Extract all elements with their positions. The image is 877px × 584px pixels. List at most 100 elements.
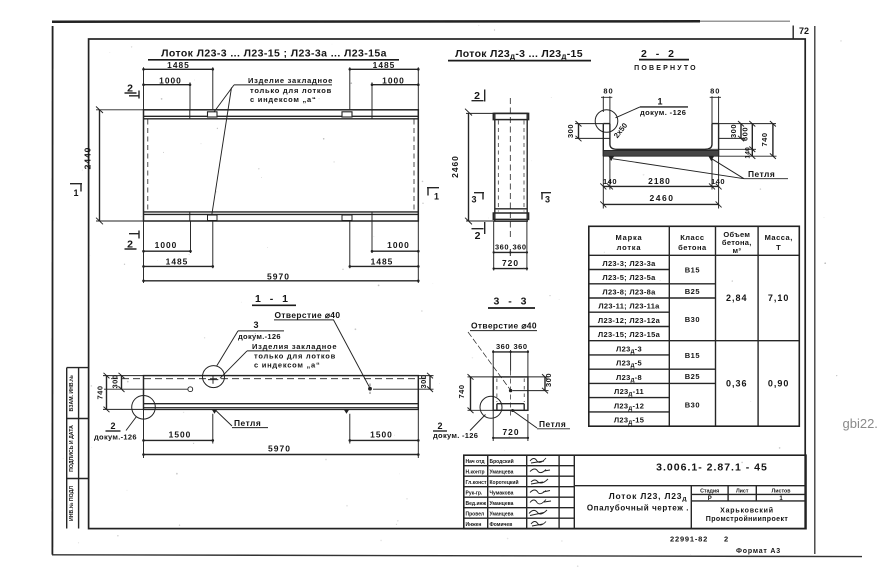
svg-text:Изделие закладное: Изделие закладное — [248, 76, 333, 85]
svg-text:1000: 1000 — [382, 76, 405, 86]
svg-text:Вед.инж: Вед.инж — [466, 501, 487, 507]
svg-text:300: 300 — [544, 373, 553, 387]
svg-text:3: 3 — [545, 195, 550, 205]
svg-text:7,10: 7,10 — [768, 293, 790, 303]
svg-text:ИНВ.№ ПОДЛ: ИНВ.№ ПОДЛ — [69, 486, 75, 521]
svg-text:Л23-5; Л23-5а: Л23-5; Л23-5а — [602, 273, 656, 282]
svg-text:1485: 1485 — [166, 257, 189, 267]
svg-text:Масса,: Масса, — [765, 233, 793, 242]
svg-text:докум. -126: докум. -126 — [640, 108, 686, 117]
svg-text:лотка: лотка — [617, 243, 642, 252]
svg-text:720: 720 — [502, 258, 519, 268]
svg-text:2: 2 — [724, 535, 728, 544]
svg-text:0,90: 0,90 — [768, 378, 790, 388]
svg-text:360: 360 — [513, 342, 527, 351]
svg-text:1: 1 — [74, 188, 79, 198]
svg-text:72: 72 — [799, 26, 809, 36]
svg-text:600: 600 — [741, 127, 750, 141]
svg-text:Изделия закладное: Изделия закладное — [252, 342, 337, 351]
svg-text:140: 140 — [711, 177, 725, 186]
svg-text:ПОВЕРНУТО: ПОВЕРНУТО — [634, 65, 698, 72]
svg-text:Л23д-11: Л23д-11 — [614, 387, 644, 398]
svg-text:Лист: Лист — [736, 488, 749, 494]
svg-text:Петля: Петля — [748, 169, 775, 179]
svg-text:Л23-12; Л23-12а: Л23-12; Л23-12а — [598, 316, 661, 325]
svg-text:Л23-8; Л23-8а: Л23-8; Л23-8а — [602, 288, 656, 297]
svg-text:Л23д-15: Л23д-15 — [614, 416, 644, 427]
svg-text:1485: 1485 — [167, 60, 190, 70]
svg-text:2: 2 — [474, 90, 480, 102]
svg-text:2х50: 2х50 — [612, 121, 629, 140]
svg-text:В15: В15 — [685, 351, 700, 360]
svg-text:бетона: бетона — [678, 243, 707, 252]
svg-text:Стадия: Стадия — [700, 488, 719, 494]
svg-text:2,84: 2,84 — [726, 293, 748, 303]
svg-text:Л23д-3: Л23д-3 — [616, 344, 642, 355]
svg-text:360: 360 — [512, 243, 526, 252]
svg-text:2: 2 — [110, 421, 115, 431]
svg-text:с индексом „а“: с индексом „а“ — [254, 360, 320, 369]
svg-text:Уманцева: Уманцева — [490, 469, 514, 475]
svg-text:360: 360 — [495, 243, 509, 252]
svg-text:докум. -126: докум. -126 — [433, 431, 478, 440]
svg-text:gbi22.ru: gbi22.ru — [843, 416, 877, 431]
svg-text:22991-82: 22991-82 — [670, 535, 708, 544]
svg-text:300: 300 — [729, 124, 738, 138]
svg-text:Л23д-8: Л23д-8 — [616, 373, 642, 384]
svg-text:только для лотков: только для лотков — [250, 86, 332, 95]
svg-text:Лоток Л23-3 ... Л23-15 ; Л23: Лоток Л23-3 ... Л23-15 ; Л23-3а ... Л23-… — [161, 48, 387, 60]
svg-text:140: 140 — [603, 177, 617, 186]
svg-text:Р: Р — [708, 496, 712, 502]
svg-text:Лоток Л23, Л23д: Лоток Л23, Л23д — [609, 491, 688, 503]
svg-text:Марка: Марка — [615, 233, 642, 242]
svg-text:5970: 5970 — [268, 443, 291, 453]
svg-text:Коротецкий: Коротецкий — [490, 479, 519, 486]
svg-text:Уманцева: Уманцева — [490, 511, 514, 517]
svg-text:1000: 1000 — [387, 240, 410, 250]
svg-text:1: 1 — [779, 496, 783, 502]
svg-text:1485: 1485 — [371, 257, 394, 267]
svg-text:300: 300 — [111, 374, 120, 388]
svg-text:1500: 1500 — [370, 430, 393, 440]
svg-text:В15: В15 — [685, 266, 700, 275]
svg-text:Бродский: Бродский — [490, 458, 514, 465]
svg-text:720: 720 — [503, 427, 520, 437]
svg-text:Рук-гр.: Рук-гр. — [466, 490, 483, 496]
svg-text:бетона,: бетона, — [722, 238, 752, 247]
svg-text:Отверстие ⌀40: Отверстие ⌀40 — [471, 321, 537, 331]
svg-text:Н.контр: Н.контр — [466, 469, 485, 475]
svg-text:1: 1 — [657, 97, 662, 107]
svg-text:360: 360 — [496, 342, 510, 351]
svg-text:докум.-126: докум.-126 — [238, 332, 281, 341]
svg-text:Формат А3: Формат А3 — [736, 548, 781, 555]
svg-text:300: 300 — [566, 124, 575, 138]
svg-text:Т: Т — [776, 243, 781, 252]
svg-text:140: 140 — [745, 147, 752, 159]
svg-text:Гл.конст: Гл.конст — [466, 480, 487, 486]
svg-text:740: 740 — [96, 385, 105, 399]
svg-text:3 - 3: 3 - 3 — [493, 296, 529, 308]
svg-text:3: 3 — [472, 195, 477, 205]
svg-text:Петля: Петля — [234, 418, 261, 428]
svg-text:2: 2 — [127, 239, 133, 251]
svg-text:300: 300 — [419, 374, 428, 388]
svg-text:2: 2 — [127, 83, 133, 95]
svg-text:Л23д-12: Л23д-12 — [614, 401, 644, 412]
svg-text:Л23-3; Л23-3а: Л23-3; Л23-3а — [602, 259, 656, 268]
svg-text:5970: 5970 — [267, 271, 290, 281]
svg-text:2180: 2180 — [648, 176, 671, 186]
svg-text:докум.-126: докум.-126 — [94, 432, 137, 441]
svg-text:Нач отд: Нач отд — [466, 459, 486, 465]
svg-text:2460: 2460 — [450, 155, 460, 178]
svg-text:ПОДПИСЬ И ДАТА: ПОДПИСЬ И ДАТА — [69, 425, 75, 472]
svg-text:В25: В25 — [685, 372, 700, 381]
svg-text:3: 3 — [253, 320, 258, 330]
svg-text:только для лотков: только для лотков — [254, 351, 336, 360]
svg-text:1500: 1500 — [169, 430, 192, 440]
svg-text:Провел: Провел — [466, 511, 485, 517]
svg-text:740: 740 — [760, 132, 769, 146]
svg-text:В30: В30 — [685, 401, 700, 410]
svg-text:Фомичев: Фомичев — [490, 522, 513, 528]
svg-text:Л23-15; Л23-15а: Л23-15; Л23-15а — [598, 330, 661, 339]
svg-text:ВЗАМ. ИНВ.№: ВЗАМ. ИНВ.№ — [69, 375, 75, 412]
